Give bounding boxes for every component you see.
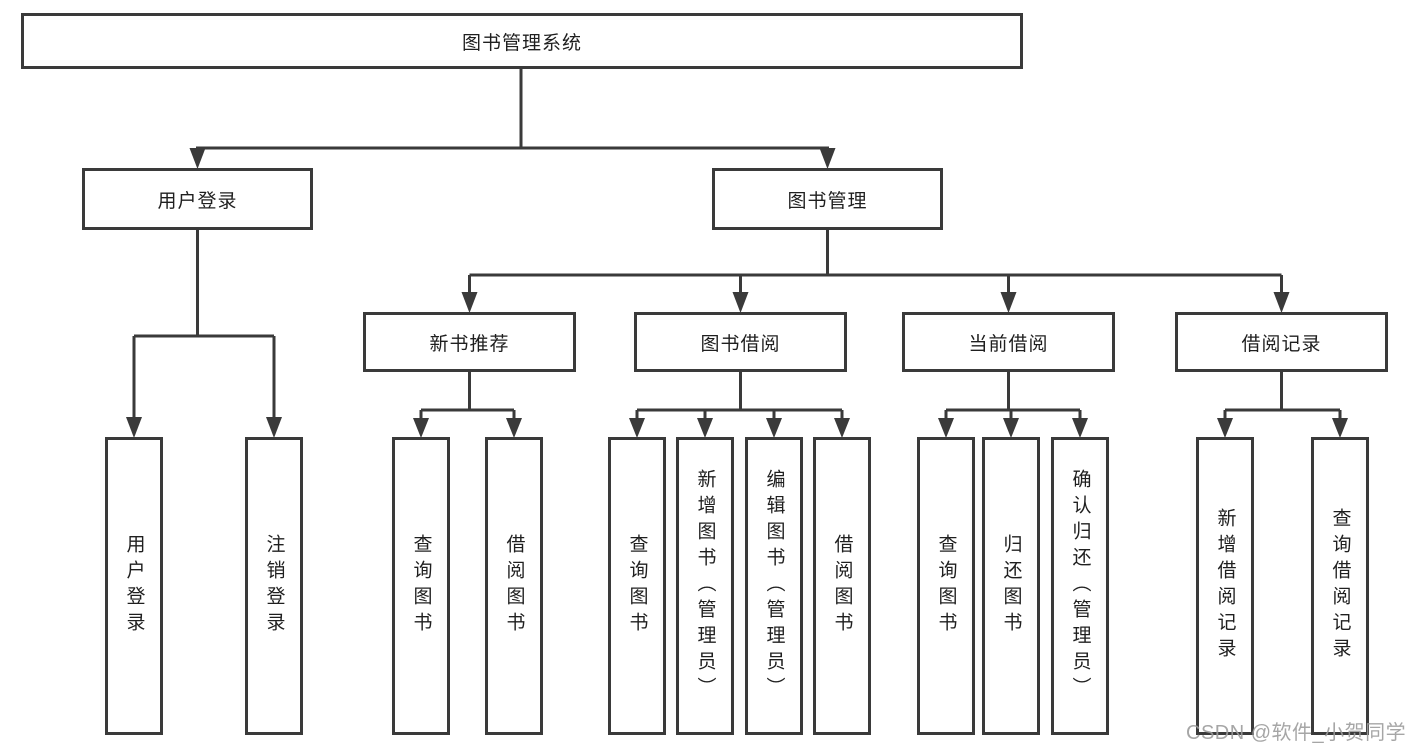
leaf-query-book: 查询图书 (608, 437, 666, 735)
connector-new-book-children (419, 371, 516, 420)
connector-user-login-children (132, 229, 276, 419)
arrowhead (732, 292, 749, 313)
node-label: 新书推荐 (429, 333, 510, 355)
leaf-confirm-return-admin: 确认归还（管理员） (1051, 437, 1109, 735)
leaf-logout: 注销登录 (245, 437, 303, 735)
arrowhead (1000, 292, 1017, 313)
arrowhead (1217, 418, 1233, 438)
node-new-book-recommend: 新书推荐 (363, 312, 576, 372)
leaf-query-book: 查询图书 (917, 437, 975, 735)
node-library-system: 图书管理系统 (21, 13, 1023, 69)
connector-borrow-record-children (1223, 371, 1342, 420)
leaf-query-book: 查询图书 (392, 437, 450, 735)
node-label: 借阅图书 (503, 534, 525, 638)
leaf-query-borrow-record: 查询借阅记录 (1311, 437, 1369, 735)
node-current-borrow: 当前借阅 (902, 312, 1115, 372)
node-label: 注销登录 (263, 534, 285, 638)
arrowhead (1072, 418, 1088, 438)
node-borrow-record: 借阅记录 (1175, 312, 1388, 372)
arrowhead (461, 292, 478, 313)
node-label: 当前借阅 (968, 333, 1049, 355)
node-label: 图书借阅 (700, 333, 781, 355)
node-label: 新增图书（管理员） (694, 469, 716, 703)
node-label: 查询图书 (626, 534, 648, 638)
node-label: 确认归还（管理员） (1069, 469, 1091, 703)
arrowhead (629, 418, 645, 438)
node-label: 借阅图书 (831, 534, 853, 638)
node-book-management: 图书管理 (712, 168, 943, 230)
node-label: 归还图书 (1000, 534, 1022, 638)
connector-current-borrow-children (944, 371, 1082, 420)
arrowhead (1273, 292, 1290, 313)
node-label: 用户登录 (157, 190, 238, 212)
arrowhead (189, 148, 206, 169)
arrowhead (1003, 418, 1019, 438)
arrowhead (834, 418, 850, 438)
arrowhead (126, 417, 142, 438)
node-label: 图书管理系统 (461, 32, 582, 54)
node-book-borrow: 图书借阅 (634, 312, 847, 372)
leaf-borrow-book: 借阅图书 (485, 437, 543, 735)
node-label: 编辑图书（管理员） (763, 469, 785, 703)
arrowhead (938, 418, 954, 438)
leaf-return-book: 归还图书 (982, 437, 1040, 735)
connector-root-to-level2 (196, 66, 829, 150)
leaf-edit-book-admin: 编辑图书（管理员） (745, 437, 803, 735)
arrowhead (819, 148, 836, 169)
leaf-add-book-admin: 新增图书（管理员） (676, 437, 734, 735)
csdn-watermark: CSDN @软件_小贺同学 (1186, 722, 1405, 744)
connector-book-borrow-children (635, 371, 844, 420)
arrowhead (1332, 418, 1348, 438)
arrowhead (506, 418, 522, 438)
leaf-add-borrow-record: 新增借阅记录 (1196, 437, 1254, 735)
arrowhead (766, 418, 782, 438)
leaf-user-login: 用户登录 (105, 437, 163, 735)
leaf-borrow-book: 借阅图书 (813, 437, 871, 735)
node-label: 新增借阅记录 (1214, 508, 1236, 664)
node-label: 查询图书 (935, 534, 957, 638)
node-label: 用户登录 (123, 534, 145, 638)
arrowhead (266, 417, 282, 438)
node-user-login: 用户登录 (82, 168, 313, 230)
node-label: 图书管理 (787, 190, 868, 212)
arrowhead (697, 418, 713, 438)
node-label: 借阅记录 (1241, 333, 1322, 355)
arrowhead (413, 418, 429, 438)
node-label: 查询借阅记录 (1329, 508, 1351, 664)
connector-book-mgmt-children (468, 229, 1283, 293)
node-label: 查询图书 (410, 534, 432, 638)
